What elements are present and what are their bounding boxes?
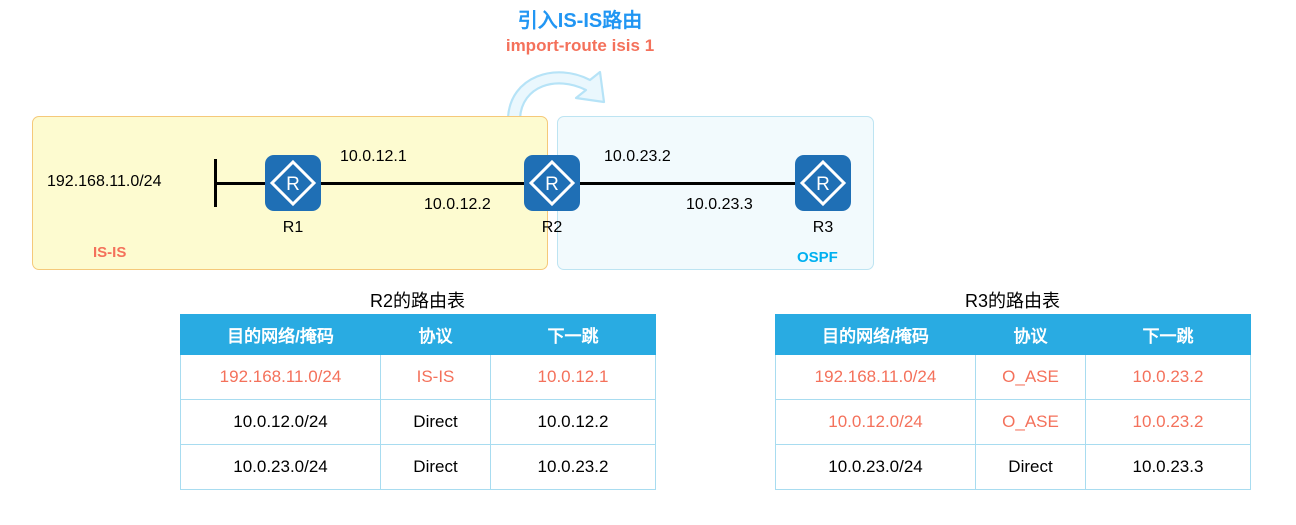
cell-destination: 192.168.11.0/24 [180, 354, 381, 400]
cell-nexthop: 10.0.12.1 [490, 354, 656, 400]
column-header-nexthop: 下一跳 [1085, 314, 1251, 355]
zone-label-ospf: OSPF [797, 249, 838, 266]
router-label-r1: R1 [282, 219, 304, 236]
svg-text:R: R [816, 174, 830, 195]
column-header-protocol: 协议 [380, 314, 491, 355]
link-r2-to-r3 [576, 182, 795, 185]
table-header-row: 目的网络/掩码 协议 下一跳 [775, 314, 1251, 355]
column-header-protocol: 协议 [975, 314, 1086, 355]
label-interface-r3-r2: 10.0.23.3 [686, 196, 753, 213]
table-row: 10.0.12.0/24 Direct 10.0.12.2 [180, 399, 656, 445]
label-lan-subnet: 192.168.11.0/24 [47, 173, 162, 190]
cell-protocol: Direct [975, 444, 1086, 490]
annotation-title: 引入IS-IS路由 [517, 10, 643, 32]
import-route-annotation: 引入IS-IS路由 import-route isis 1 [400, 8, 760, 58]
routing-table-block-r3: R3的路由表 目的网络/掩码 协议 下一跳 192.168.11.0/24 O_… [775, 288, 1251, 490]
zone-label-isis: IS-IS [93, 244, 127, 261]
table-row: 10.0.23.0/24 Direct 10.0.23.3 [775, 444, 1251, 490]
cell-destination: 10.0.23.0/24 [180, 444, 381, 490]
label-interface-r1-r2: 10.0.12.1 [340, 148, 407, 165]
column-header-destination: 目的网络/掩码 [180, 314, 381, 355]
table-row: 10.0.23.0/24 Direct 10.0.23.2 [180, 444, 656, 490]
cell-nexthop: 10.0.23.2 [1085, 399, 1251, 445]
link-lan-to-r1 [215, 182, 269, 185]
cell-nexthop: 10.0.23.3 [1085, 444, 1251, 490]
routing-table-r3: 目的网络/掩码 协议 下一跳 192.168.11.0/24 O_ASE 10.… [775, 314, 1251, 490]
table-row: 192.168.11.0/24 IS-IS 10.0.12.1 [180, 354, 656, 400]
lan-terminator-icon [214, 159, 217, 207]
cell-destination: 10.0.12.0/24 [775, 399, 976, 445]
column-header-nexthop: 下一跳 [490, 314, 656, 355]
cell-protocol: Direct [380, 399, 491, 445]
svg-text:R: R [286, 174, 300, 195]
cell-protocol: O_ASE [975, 354, 1086, 400]
router-icon-r2[interactable]: R [524, 155, 580, 211]
column-header-destination: 目的网络/掩码 [775, 314, 976, 355]
routing-table-block-r2: R2的路由表 目的网络/掩码 协议 下一跳 192.168.11.0/24 IS… [180, 288, 656, 490]
cell-destination: 10.0.23.0/24 [775, 444, 976, 490]
table-header-row: 目的网络/掩码 协议 下一跳 [180, 314, 656, 355]
routing-table-title-r2: R2的路由表 [369, 291, 465, 311]
svg-text:R: R [545, 174, 559, 195]
cell-protocol: O_ASE [975, 399, 1086, 445]
router-label-r3: R3 [812, 219, 834, 236]
router-label-r2: R2 [541, 219, 563, 236]
cell-protocol: Direct [380, 444, 491, 490]
cell-destination: 192.168.11.0/24 [775, 354, 976, 400]
cell-protocol: IS-IS [380, 354, 491, 400]
routing-table-r2: 目的网络/掩码 协议 下一跳 192.168.11.0/24 IS-IS 10.… [180, 314, 656, 490]
cell-nexthop: 10.0.12.2 [490, 399, 656, 445]
cell-destination: 10.0.12.0/24 [180, 399, 381, 445]
router-icon-r1[interactable]: R [265, 155, 321, 211]
routing-table-title-r3: R3的路由表 [964, 291, 1060, 311]
router-icon-r3[interactable]: R [795, 155, 851, 211]
annotation-command: import-route isis 1 [505, 36, 655, 55]
label-interface-r2-r1: 10.0.12.2 [424, 196, 491, 213]
cell-nexthop: 10.0.23.2 [1085, 354, 1251, 400]
cell-nexthop: 10.0.23.2 [490, 444, 656, 490]
table-row: 192.168.11.0/24 O_ASE 10.0.23.2 [775, 354, 1251, 400]
link-r1-to-r2 [320, 182, 525, 185]
curved-arrow-icon [506, 70, 606, 120]
label-interface-r2-r3: 10.0.23.2 [604, 148, 671, 165]
table-row: 10.0.12.0/24 O_ASE 10.0.23.2 [775, 399, 1251, 445]
